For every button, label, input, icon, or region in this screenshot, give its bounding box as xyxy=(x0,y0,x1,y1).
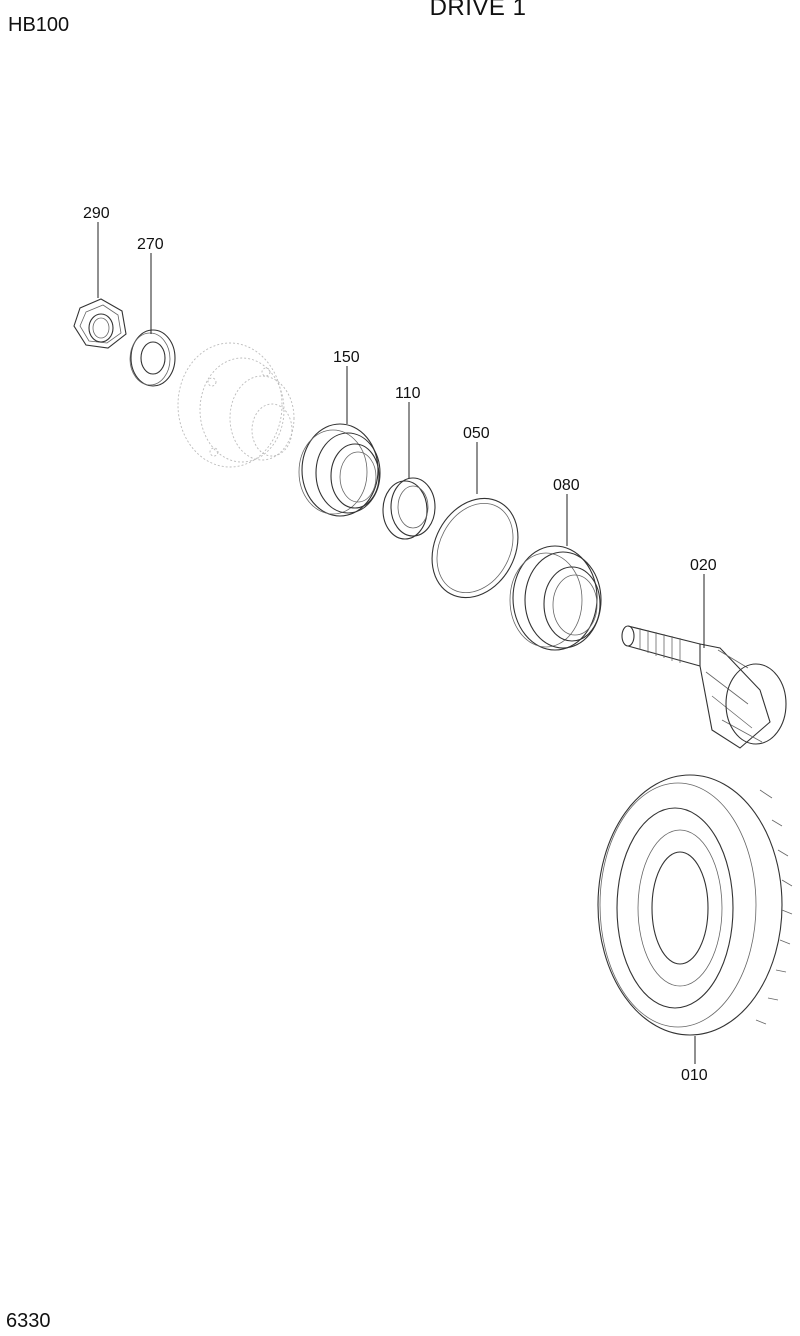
part-290-hex-nut[interactable] xyxy=(73,298,127,349)
model-code: HB100 xyxy=(8,14,70,36)
page-code: 6330 xyxy=(6,1310,51,1332)
callout-270[interactable]: 270 xyxy=(137,236,164,253)
hub-outline-ghost xyxy=(177,342,295,468)
part-010-ring-gear[interactable] xyxy=(597,774,793,1036)
callout-150[interactable]: 150 xyxy=(333,349,360,366)
diagram-title: DRIVE 1 xyxy=(429,0,527,21)
callout-020[interactable]: 020 xyxy=(690,557,717,574)
callout-290[interactable]: 290 xyxy=(83,205,110,222)
callout-110[interactable]: 110 xyxy=(395,385,421,402)
callout-080[interactable]: 080 xyxy=(553,477,580,494)
callout-010[interactable]: 010 xyxy=(681,1067,708,1084)
callout-050[interactable]: 050 xyxy=(463,425,490,442)
part-080-bearing[interactable] xyxy=(509,545,602,651)
part-270-washer[interactable] xyxy=(129,329,176,387)
part-050-ring[interactable] xyxy=(415,483,534,612)
part-020-pinion-gear[interactable] xyxy=(621,625,787,749)
part-150-bearing[interactable] xyxy=(298,423,381,517)
part-110-bushing[interactable] xyxy=(382,477,436,540)
